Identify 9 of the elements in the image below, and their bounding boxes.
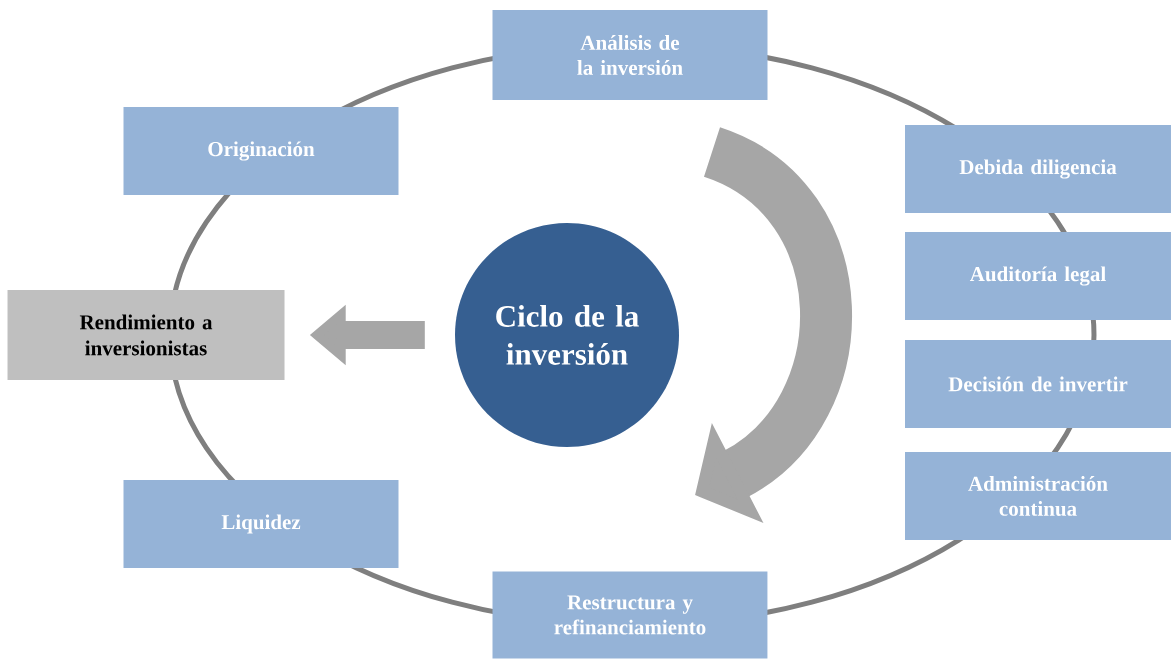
process-box: Liquidez xyxy=(123,480,399,568)
process-box: Auditoría legal xyxy=(905,232,1171,320)
process-box: Debida diligencia xyxy=(905,125,1171,213)
result-box: Rendimiento a inversionistas xyxy=(7,290,285,380)
process-box: Originación xyxy=(123,107,399,195)
process-box: Análisis de la inversión xyxy=(492,10,768,100)
process-box: Administración continua xyxy=(905,452,1171,540)
process-box: Decisión de invertir xyxy=(905,340,1171,428)
process-box: Restructura y refinanciamiento xyxy=(492,571,768,659)
